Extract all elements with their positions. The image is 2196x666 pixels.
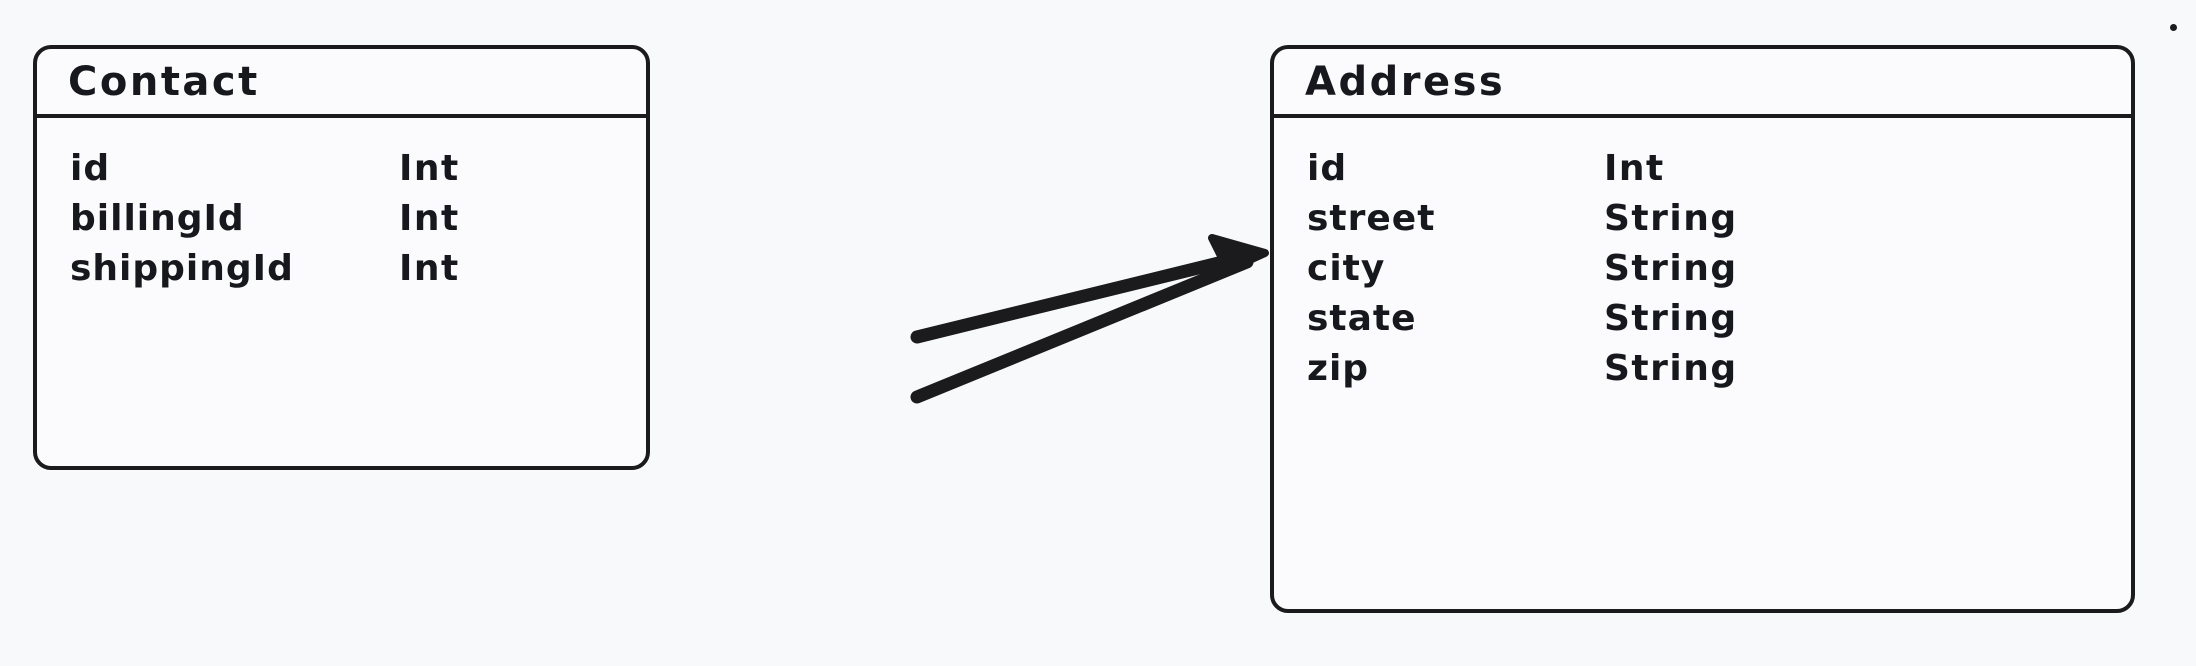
entity-contact-header: Contact: [37, 49, 646, 118]
entity-address-header: Address: [1274, 49, 2131, 118]
entity-contact-title: Contact: [68, 58, 260, 105]
field-row: shippingId Int: [37, 248, 646, 298]
entity-contact[interactable]: Contact id Int billingId Int shippingId …: [33, 45, 650, 470]
entity-contact-fields: id Int billingId Int shippingId Int: [37, 118, 646, 298]
field-row: id Int: [37, 148, 646, 198]
field-name: city: [1307, 248, 1386, 289]
field-row: billingId Int: [37, 198, 646, 248]
connector-billing-to-address: [910, 249, 1254, 344]
field-type: Int: [399, 148, 460, 189]
field-name: street: [1307, 198, 1436, 239]
field-type: String: [1604, 248, 1738, 289]
entity-address[interactable]: Address id Int street String city String…: [1270, 45, 2135, 613]
field-name: state: [1307, 298, 1417, 339]
field-type: String: [1604, 348, 1738, 389]
stray-mark: [2170, 24, 2177, 31]
connector-shipping-to-address: [910, 255, 1254, 404]
entity-address-title: Address: [1305, 58, 1506, 105]
field-type: Int: [399, 248, 460, 289]
field-name: zip: [1307, 348, 1370, 389]
field-name: billingId: [70, 198, 245, 239]
field-name: shippingId: [70, 248, 294, 289]
field-row: street String: [1274, 198, 2131, 248]
field-type: Int: [399, 198, 460, 239]
field-row: id Int: [1274, 148, 2131, 198]
field-name: id: [70, 148, 111, 189]
field-type: String: [1604, 298, 1738, 339]
field-row: state String: [1274, 298, 2131, 348]
field-row: zip String: [1274, 348, 2131, 398]
field-type: String: [1604, 198, 1738, 239]
field-row: city String: [1274, 248, 2131, 298]
field-name: id: [1307, 148, 1348, 189]
field-type: Int: [1604, 148, 1665, 189]
entity-address-fields: id Int street String city String state S…: [1274, 118, 2131, 398]
arrowhead-icon: [1204, 234, 1269, 283]
